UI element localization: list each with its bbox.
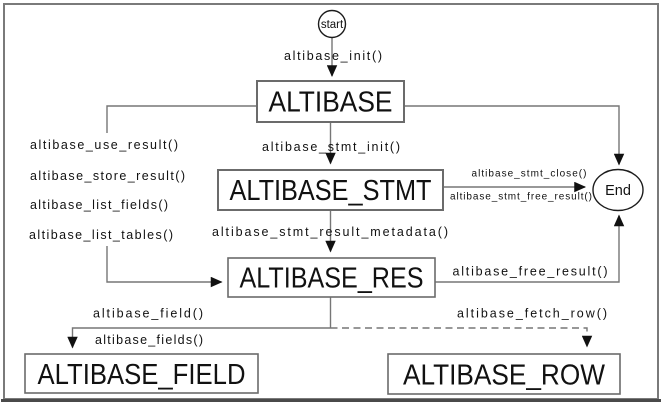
node-altibase-res [227,257,436,298]
label-altibase-list-tables: altibase_list_tables() [29,228,173,242]
label-altibase-init: altibase_init() [284,49,382,63]
label-altibase-stmt-close: altibase_stmt_close() [472,169,587,180]
label-altibase-use-result: altibase_use_result() [30,138,178,152]
end-node-label: End [605,183,631,199]
node-altibase-stmt-label: ALTIBASE_STMT [230,175,432,207]
node-altibase-row [387,353,621,395]
label-altibase-stmt-result-metadata: altibase_stmt_result_metadata() [212,225,448,239]
edge-left-branch-to-res [106,246,223,288]
label-altibase-stmt-free-result: altibase_stmt_free_result() [450,192,592,203]
node-altibase-field-label: ALTIBASE_FIELD [38,359,246,391]
edge-res-to-field [67,327,331,349]
label-altibase-field: altibase_field() [93,307,203,321]
label-altibase-list-fields: altibase_list_fields() [30,198,168,212]
start-node-label: start [321,19,344,31]
edge-res-to-end [435,214,625,283]
label-altibase-fetch-row: altibase_fetch_row() [457,307,607,321]
edge-altibase-left-branch-upper [106,105,257,133]
start-node [317,9,347,39]
label-altibase-free-result: altibase_free_result() [453,265,608,279]
node-altibase-field [24,353,259,394]
end-node [592,168,644,212]
node-altibase-label: ALTIBASE [269,87,393,119]
label-altibase-stmt-init: altibase_stmt_init() [262,140,400,154]
node-altibase-row-label: ALTIBASE_ROW [403,360,606,392]
label-altibase-fields: altibase_fields() [95,333,203,347]
node-altibase [256,80,405,123]
edge-altibase-to-end [404,105,625,166]
edge-res-to-row-dashed [330,327,593,348]
node-altibase-res-label: ALTIBASE_RES [240,263,424,295]
node-altibase-stmt [217,169,444,211]
label-altibase-store-result: altibase_store_result() [30,169,185,183]
